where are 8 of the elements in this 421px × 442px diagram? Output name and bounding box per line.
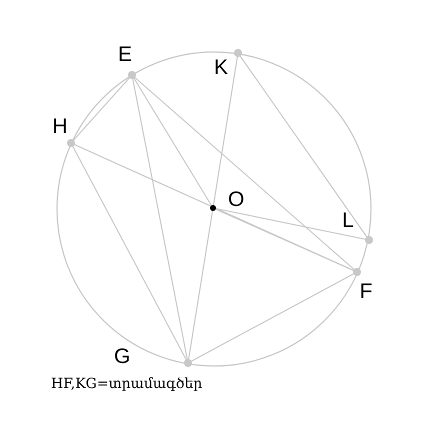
point-label: H xyxy=(52,116,74,146)
point-label: O xyxy=(210,189,244,211)
point-label: E xyxy=(117,44,135,78)
point-label: F xyxy=(354,269,374,303)
caption: HF,KG=տրամագծեր xyxy=(51,376,202,392)
point-label: L xyxy=(340,210,372,243)
point-label: G xyxy=(114,346,191,368)
point-label: K xyxy=(213,50,241,79)
